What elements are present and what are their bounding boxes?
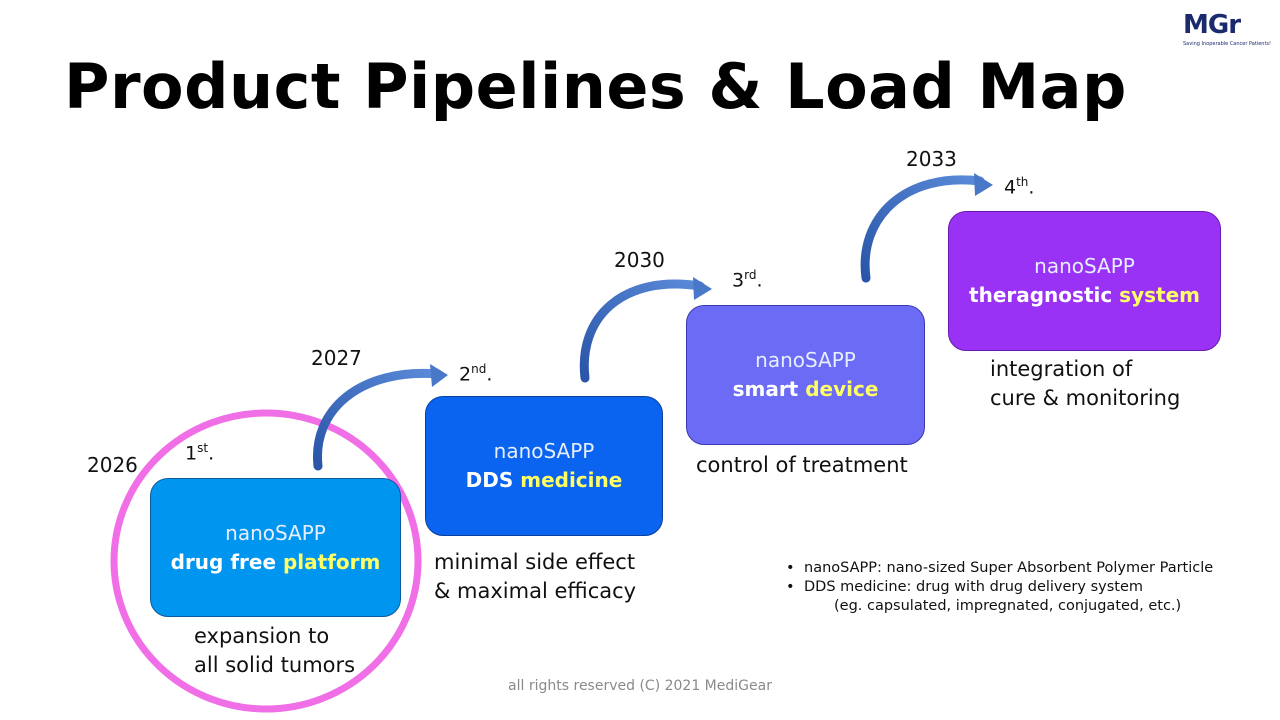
stage-4-product: nanoSAPP <box>1034 254 1135 278</box>
stage-2-desc: DDS medicine <box>465 468 623 492</box>
arrow-1-to-2 <box>313 364 448 471</box>
footnotes: nanoSAPP: nano-sized Super Absorbent Pol… <box>786 559 1213 616</box>
stage-2-ordinal: 2nd. <box>459 362 493 386</box>
footnote-dds: DDS medicine: drug with drug delivery sy… <box>786 578 1213 597</box>
footnote-dds-examples: (eg. capsulated, impregnated, conjugated… <box>834 598 1182 614</box>
arrow-3-to-4 <box>860 173 993 283</box>
stage-1-desc: drug free platform <box>170 549 381 574</box>
stage-4-desc: theragnostic system <box>969 283 1200 307</box>
stage-4-ordinal: 4th. <box>1004 175 1035 199</box>
company-logo: MGr Saving Inoperable Cancer Patients! <box>1183 10 1271 52</box>
logo-mark: MGr <box>1183 10 1241 40</box>
stage-3-product: nanoSAPP <box>755 348 856 372</box>
stage-2-caption: minimal side effect & maximal efficacy <box>434 550 637 603</box>
stage-1-ordinal: 1st. <box>185 441 215 465</box>
footnote-nanosapp: nanoSAPP: nano-sized Super Absorbent Pol… <box>786 559 1213 578</box>
stage-1-year: 2026 <box>87 453 138 477</box>
stage-3-desc: smart device <box>732 377 879 401</box>
stage-4-box: nanoSAPP theragnostic system <box>948 211 1221 351</box>
stage-2-product: nanoSAPP <box>493 439 595 463</box>
logo-tagline: Saving Inoperable Cancer Patients! <box>1183 41 1272 47</box>
page-title: Product Pipelines & Load Map <box>64 50 1127 123</box>
stage-4-year: 2033 <box>906 147 957 171</box>
copyright-footer: all rights reserved (C) 2021 MediGear <box>508 678 772 694</box>
stage-4-caption: integration of cure & monitoring <box>990 357 1181 410</box>
stage-2-box: nanoSAPP DDS medicine <box>425 396 663 536</box>
stage-3-box: nanoSAPP smart device <box>686 305 925 445</box>
stage-2-year: 2027 <box>311 346 362 370</box>
stage-3-year: 2030 <box>614 248 665 272</box>
arrow-2-to-3 <box>579 277 712 383</box>
stage-1-caption: expansion to all solid tumors <box>194 624 356 677</box>
stage-1-product: nanoSAPP <box>225 520 326 545</box>
highlight-circle <box>110 409 422 713</box>
stage-3-caption: control of treatment <box>696 453 908 477</box>
stage-3-ordinal: 3rd. <box>732 268 763 292</box>
stage-1-box: nanoSAPP drug free platform <box>150 478 401 617</box>
